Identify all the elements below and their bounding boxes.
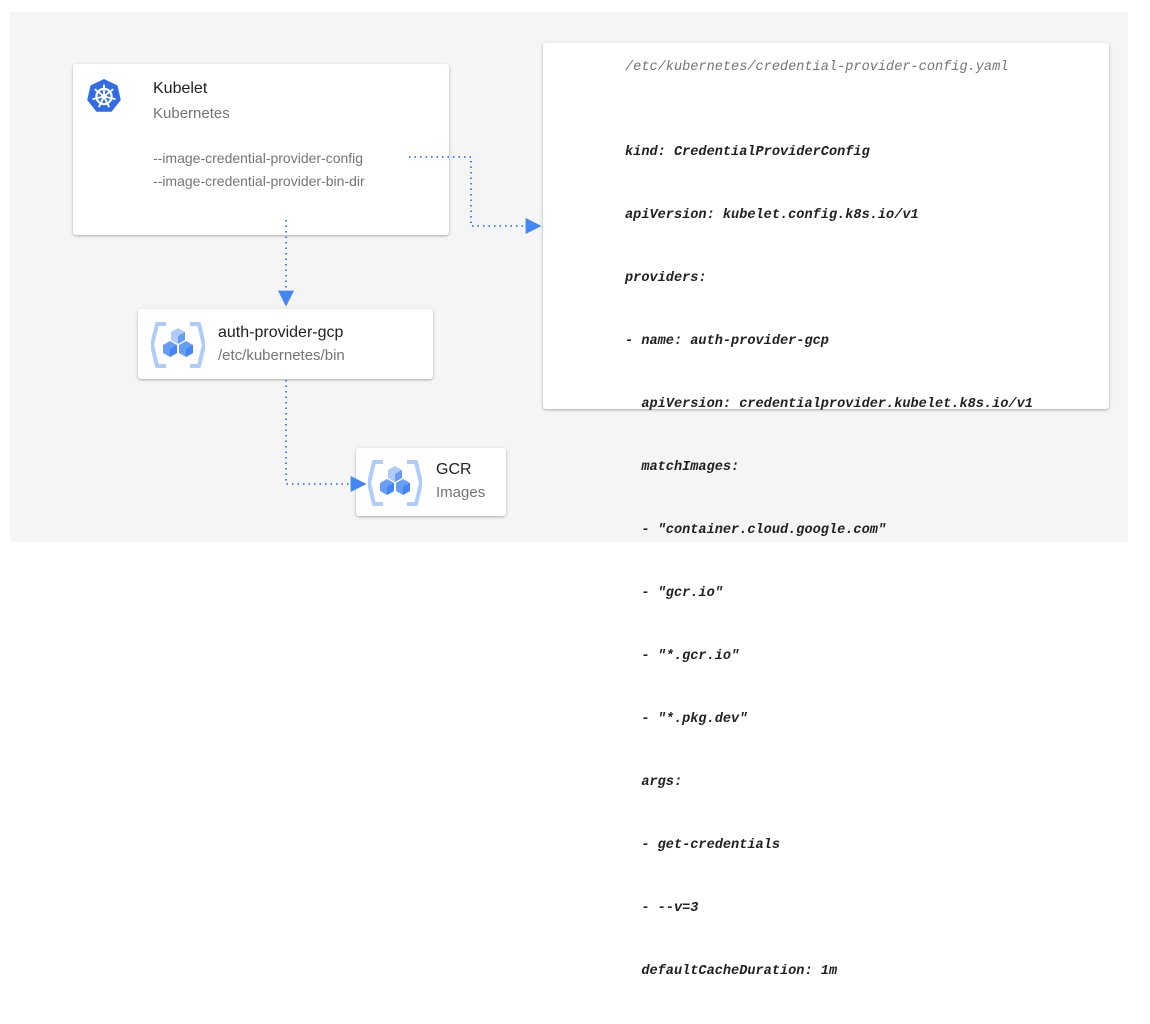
yaml-line: - get-credentials (625, 838, 780, 853)
yaml-line: - "gcr.io" (625, 586, 723, 601)
kubelet-title: Kubelet (153, 80, 208, 97)
yaml-line: - name: auth-provider-gcp (625, 334, 829, 349)
yaml-line: - --v=3 (625, 901, 699, 916)
yaml-line: apiVersion: credentialprovider.kubelet.k… (625, 397, 1033, 412)
config-yaml-content: kind: CredentialProviderConfig apiVersio… (625, 100, 1033, 1024)
yaml-line: defaultCacheDuration: 1m (625, 964, 838, 979)
gcr-title: GCR (436, 461, 472, 478)
yaml-line: - "container.cloud.google.com" (625, 523, 887, 538)
gcr-subtitle: Images (436, 484, 486, 501)
credential-provider-config-card[interactable]: /etc/kubernetes/credential-provider-conf… (543, 43, 1109, 979)
auth-provider-subtitle: /etc/kubernetes/bin (218, 347, 345, 364)
yaml-line: providers: (625, 271, 707, 286)
yaml-line: args: (625, 775, 683, 790)
kubernetes-wheel-icon (86, 78, 122, 114)
yaml-line: apiVersion: kubelet.config.k8s.io/v1 (625, 208, 919, 223)
kubelet-subtitle: Kubernetes (153, 105, 230, 122)
yaml-line: - "*.pkg.dev" (625, 712, 748, 727)
kubelet-flag-config: --image-credential-provider-config (153, 150, 364, 166)
yaml-line: matchImages: (625, 460, 740, 475)
yaml-line: kind: CredentialProviderConfig (625, 145, 870, 160)
yaml-line: - "*.gcr.io" (625, 649, 740, 664)
auth-provider-card[interactable]: auth-provider-gcp /etc/kubernetes/bin (138, 309, 433, 379)
gcr-card[interactable]: GCR Images (356, 448, 506, 516)
gcp-hexagon-cubes-icon (367, 458, 423, 508)
kubelet-flag-bin-dir: --image-credential-provider-bin-dir (153, 173, 365, 189)
config-file-path: /etc/kubernetes/credential-provider-conf… (625, 60, 1009, 75)
auth-provider-title: auth-provider-gcp (218, 324, 344, 341)
gcp-hexagon-cubes-icon (150, 320, 206, 370)
kubelet-card[interactable]: Kubelet Kubernetes --image-credential-pr… (73, 64, 449, 235)
